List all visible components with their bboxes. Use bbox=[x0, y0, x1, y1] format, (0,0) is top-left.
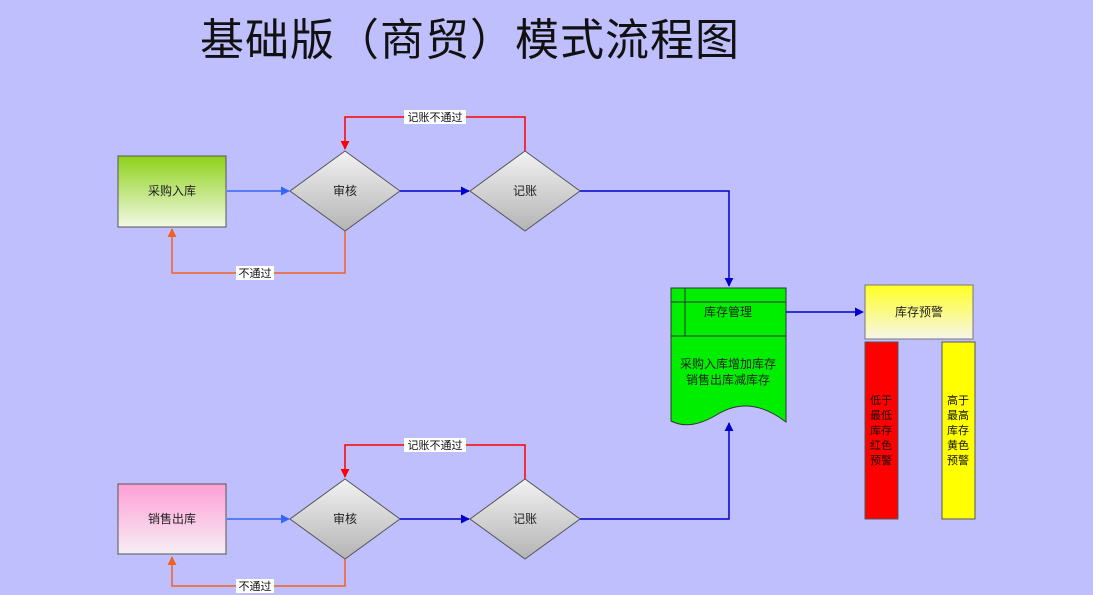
page-title: 基础版（商贸）模式流程图 bbox=[200, 15, 740, 66]
edge-post-bottom-to-inventory bbox=[580, 422, 734, 520]
node-post-bottom-label: 记账 bbox=[513, 512, 537, 526]
low-alert-line-5: 预警 bbox=[870, 453, 892, 467]
node-stock-alert: 库存预警 bbox=[864, 284, 974, 340]
node-sales-out-label: 销售出库 bbox=[148, 511, 196, 526]
high-alert-line-5: 预警 bbox=[947, 453, 969, 467]
edge-label-audit-fail-bottom: 不通过 bbox=[236, 579, 274, 593]
node-sales-out: 销售出库 bbox=[117, 483, 227, 555]
high-alert-line-4: 黄色 bbox=[947, 438, 969, 452]
node-post-bottom: 记账 bbox=[469, 478, 581, 560]
node-post-top: 记账 bbox=[469, 150, 581, 232]
svg-text:记账不通过: 记账不通过 bbox=[408, 111, 463, 124]
low-alert-line-1: 低于 bbox=[870, 394, 892, 407]
svg-text:不通过: 不通过 bbox=[239, 267, 272, 280]
low-alert-line-4: 红色 bbox=[870, 438, 892, 452]
stock-alert-label: 库存预警 bbox=[895, 304, 943, 319]
node-high-alert: 高于 最高 库存 黄色 预警 bbox=[941, 341, 976, 520]
edge-label-audit-fail-top: 不通过 bbox=[236, 266, 274, 280]
node-post-top-label: 记账 bbox=[513, 184, 537, 198]
edge-label-post-fail-bottom: 记账不通过 bbox=[404, 438, 466, 452]
inventory-line-2: 销售出库减库存 bbox=[686, 372, 770, 387]
edge-label-post-fail-top: 记账不通过 bbox=[404, 110, 466, 124]
node-low-alert: 低于 最低 库存 红色 预警 bbox=[864, 341, 899, 520]
high-alert-line-1: 高于 bbox=[947, 393, 969, 407]
svg-text:记账不通过: 记账不通过 bbox=[408, 439, 463, 452]
node-purchase-in-label: 采购入库 bbox=[148, 183, 196, 198]
node-purchase-in: 采购入库 bbox=[117, 155, 227, 228]
high-alert-line-3: 库存 bbox=[947, 423, 969, 437]
node-audit-top: 审核 bbox=[289, 150, 401, 232]
node-audit-bottom-label: 审核 bbox=[333, 511, 357, 526]
low-alert-line-3: 库存 bbox=[870, 423, 892, 437]
inventory-header: 库存管理 bbox=[704, 304, 752, 319]
svg-text:不通过: 不通过 bbox=[239, 580, 272, 593]
low-alert-line-2: 最低 bbox=[870, 409, 892, 422]
node-inventory: 库存管理 采购入库增加库存 销售出库减库存 bbox=[670, 287, 787, 426]
node-audit-top-label: 审核 bbox=[333, 183, 357, 198]
inventory-line-1: 采购入库增加库存 bbox=[680, 356, 776, 371]
high-alert-line-2: 最高 bbox=[947, 408, 969, 422]
edge-post-top-to-inventory bbox=[580, 190, 734, 287]
node-audit-bottom: 审核 bbox=[289, 478, 401, 560]
